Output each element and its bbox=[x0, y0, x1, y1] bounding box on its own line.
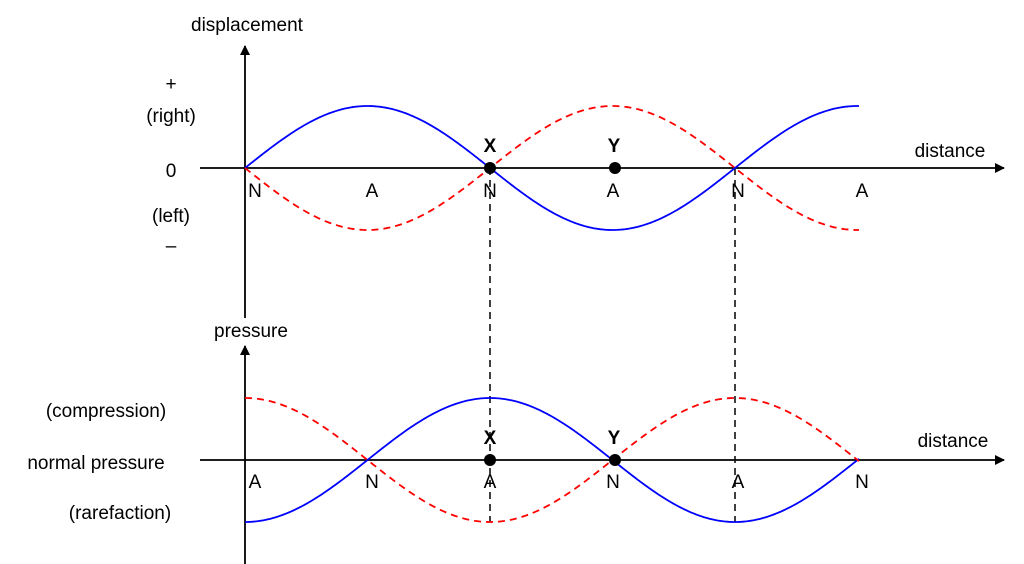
bottom-tick-normal: normal pressure bbox=[27, 453, 164, 474]
bottom-pressure-wave-dashed bbox=[244, 397, 860, 523]
top-point-x bbox=[484, 162, 496, 174]
top-tick-minus: – bbox=[166, 236, 177, 257]
top-displacement-wave-solid bbox=[244, 105, 860, 231]
top-tick-plus: + bbox=[165, 74, 176, 95]
bottom-y-label: pressure bbox=[214, 321, 288, 342]
top-point-y bbox=[609, 162, 621, 174]
top-y-label: displacement bbox=[191, 15, 304, 36]
bottom-point-label: A bbox=[484, 472, 497, 493]
bottom-point-label: N bbox=[855, 472, 869, 493]
bottom-point-label: N bbox=[365, 472, 379, 493]
top-point-label: N bbox=[248, 181, 262, 202]
bottom-point-label: A bbox=[249, 472, 262, 493]
top-tick-zero: 0 bbox=[166, 161, 177, 182]
top-point-label: A bbox=[366, 181, 379, 202]
bottom-point-x bbox=[484, 454, 496, 466]
top-marker-y: Y bbox=[608, 136, 621, 157]
top-marker-x: X bbox=[484, 136, 497, 157]
bottom-marker-x: X bbox=[484, 428, 497, 449]
top-point-label: A bbox=[607, 181, 620, 202]
top-point-label: A bbox=[856, 181, 869, 202]
top-point-label: N bbox=[731, 181, 745, 202]
top-tick-left: (left) bbox=[152, 206, 190, 227]
top-x-label: distance bbox=[915, 141, 986, 162]
bottom-point-label: A bbox=[732, 472, 745, 493]
bottom-point-label: N bbox=[606, 472, 620, 493]
top-tick-right: (right) bbox=[146, 106, 196, 127]
bottom-marker-y: Y bbox=[608, 428, 621, 449]
bottom-pressure-wave-solid bbox=[244, 397, 860, 523]
bottom-x-label: distance bbox=[918, 431, 989, 452]
bottom-tick-rarefaction: (rarefaction) bbox=[69, 503, 171, 524]
bottom-tick-compression: (compression) bbox=[46, 401, 166, 422]
bottom-point-y bbox=[609, 454, 621, 466]
top-point-label: N bbox=[483, 181, 497, 202]
